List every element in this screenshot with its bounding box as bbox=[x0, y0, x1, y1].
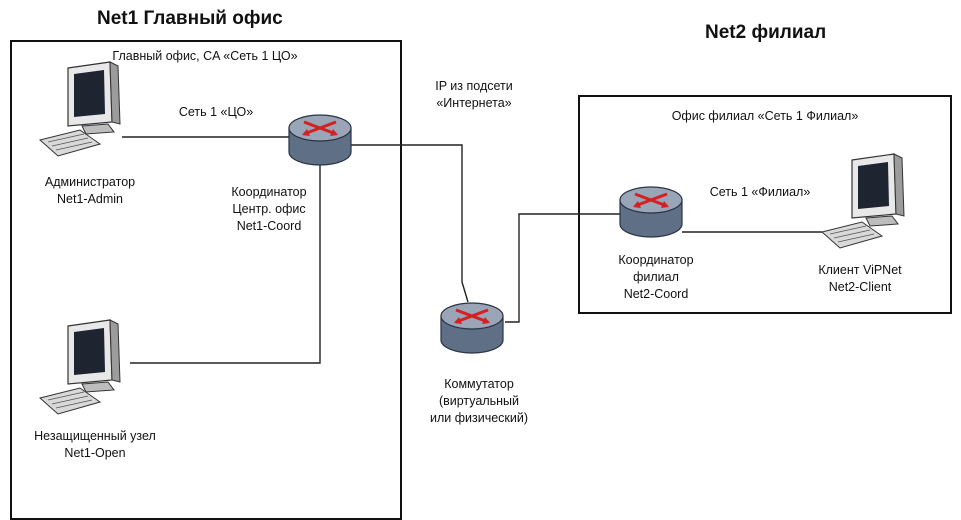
internet-label-line2: «Интернета» bbox=[436, 96, 512, 110]
client-label-host: Net2-Client bbox=[828, 280, 892, 294]
computer-icon bbox=[38, 61, 121, 157]
net1-coord-label: Координатор Центр. офис Net1-Coord bbox=[204, 184, 334, 235]
client-label: Клиент ViPNet Net2-Client bbox=[800, 262, 920, 296]
net2-coord-label-site: филиал bbox=[633, 270, 679, 284]
net2-coord-label: Координатор филиал Net2-Coord bbox=[596, 252, 716, 303]
switch-label: Коммутатор (виртуальный или физический) bbox=[404, 376, 554, 427]
link-coord-switch bbox=[350, 144, 469, 303]
net1-coord-label-role: Координатор bbox=[231, 185, 307, 199]
switch-icon bbox=[440, 302, 504, 354]
net2-link-label: Сеть 1 «Филиал» bbox=[709, 185, 811, 199]
admin-label: Администратор Net1-Admin bbox=[20, 174, 160, 208]
switch-label-kind: (виртуальный bbox=[438, 394, 520, 408]
internet-label: IP из подсети «Интернета» bbox=[414, 78, 534, 112]
internet-label-line1: IP из подсети bbox=[435, 79, 513, 93]
admin-label-host: Net1-Admin bbox=[57, 192, 123, 206]
computer-icon bbox=[820, 153, 905, 249]
router-icon bbox=[619, 186, 683, 238]
net2-office-box bbox=[578, 95, 952, 314]
net2-box-label: Офис филиал «Сеть 1 Филиал» bbox=[671, 109, 859, 123]
open-node-label-host: Net1-Open bbox=[64, 446, 126, 460]
open-node-label: Незащищенный узел Net1-Open bbox=[10, 428, 180, 462]
open-node-label-role: Незащищенный узел bbox=[34, 429, 156, 443]
admin-label-role: Администратор bbox=[44, 175, 136, 189]
net1-box-label: Главный офис, CA «Сеть 1 ЦО» bbox=[112, 49, 298, 63]
link-coord-open bbox=[130, 160, 321, 364]
client-label-role: Клиент ViPNet bbox=[818, 263, 902, 277]
net2-coord-label-role: Координатор bbox=[618, 253, 694, 267]
net1-link-label: Сеть 1 «ЦО» bbox=[178, 105, 254, 119]
computer-icon bbox=[38, 319, 121, 415]
switch-label-role: Коммутатор bbox=[444, 377, 514, 391]
switch-label-kind2: или физический) bbox=[429, 411, 529, 425]
net1-coord-label-host: Net1-Coord bbox=[236, 219, 302, 233]
net2-title: Net2 филиал bbox=[705, 22, 827, 43]
router-icon bbox=[288, 114, 352, 166]
net1-title: Net1 Главный офис bbox=[97, 8, 283, 29]
link-switch-net2coord bbox=[505, 213, 620, 323]
net2-coord-label-host: Net2-Coord bbox=[623, 287, 689, 301]
net1-coord-label-site: Центр. офис bbox=[232, 202, 306, 216]
